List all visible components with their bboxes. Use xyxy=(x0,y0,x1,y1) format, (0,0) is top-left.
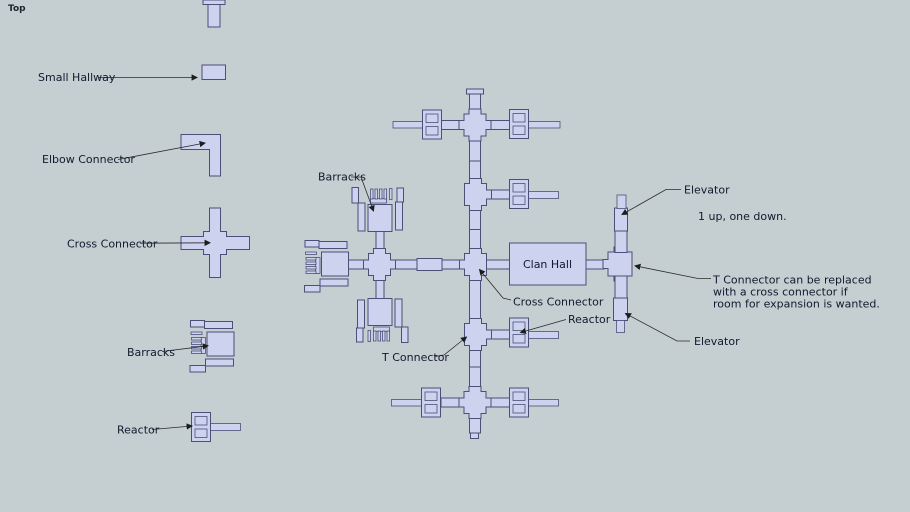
legend-top-hallway-piece[interactable] xyxy=(202,0,226,28)
cross-connector-piece[interactable] xyxy=(458,108,492,142)
barracks-piece[interactable] xyxy=(304,240,349,293)
leader-line xyxy=(161,343,209,352)
label-barracks: Barracks xyxy=(318,171,366,184)
note-t-connector-line3: room for expansion is wanted. xyxy=(713,298,880,311)
small-hallway-piece[interactable] xyxy=(392,121,424,129)
label-cross-connector: Cross Connector xyxy=(513,296,604,309)
note-elevator-capacity: 1 up, one down. xyxy=(698,210,787,223)
label-t-connector: T Connector xyxy=(381,351,449,364)
leader-line xyxy=(117,140,206,160)
view-label: Top xyxy=(8,4,26,14)
hallway-piece[interactable] xyxy=(585,259,605,270)
legend-label-small-hallway: Small Hallway xyxy=(38,71,116,84)
leader-lines xyxy=(99,74,711,430)
barracks-branch[interactable] xyxy=(304,187,466,343)
note-t-connector-line2: with a cross connector if xyxy=(713,286,849,299)
small-hallway-piece[interactable] xyxy=(616,320,625,333)
small-hallway-piece[interactable] xyxy=(616,194,627,209)
legend-small-hallway-piece[interactable] xyxy=(201,64,226,80)
legend-cross-connector-piece[interactable] xyxy=(180,207,250,278)
t-connector-piece[interactable] xyxy=(464,318,492,351)
legend-barracks-piece[interactable] xyxy=(189,320,235,373)
upper-t-wing[interactable] xyxy=(464,178,559,211)
hallway-connector-piece[interactable] xyxy=(416,258,443,271)
leader-line xyxy=(351,176,375,212)
small-hallway-piece[interactable] xyxy=(528,191,559,199)
small-hallway-piece[interactable] xyxy=(528,121,561,129)
legend-elbow-connector-piece[interactable] xyxy=(180,134,221,177)
label-clan-hall: Clan Hall xyxy=(523,258,572,271)
elevator-piece[interactable] xyxy=(614,207,628,232)
reactor-piece[interactable] xyxy=(509,179,529,209)
cross-connector-piece[interactable] xyxy=(363,248,396,281)
elevator-piece[interactable] xyxy=(613,297,628,321)
reactor-piece[interactable] xyxy=(509,387,529,418)
t-connector-piece[interactable] xyxy=(464,178,492,211)
clan-hall-wing[interactable] xyxy=(459,194,633,333)
leader-line xyxy=(624,313,690,342)
hallway-piece[interactable] xyxy=(614,230,628,253)
leader-line xyxy=(434,336,468,357)
hallway-piece[interactable] xyxy=(347,259,365,270)
clan-hall-room[interactable] xyxy=(509,242,587,286)
legend-reactor-piece[interactable] xyxy=(191,412,241,442)
label-reactor: Reactor xyxy=(568,313,611,326)
reactor-piece[interactable] xyxy=(509,109,529,139)
reactor-piece[interactable] xyxy=(509,317,529,348)
bottom-cross-wing[interactable] xyxy=(391,386,559,419)
lower-t-wing[interactable] xyxy=(464,317,559,351)
cross-connector-piece[interactable] xyxy=(458,386,492,419)
barracks-piece[interactable] xyxy=(351,187,404,232)
label-elevator-top: Elevator xyxy=(684,184,730,197)
hallway-piece[interactable] xyxy=(375,230,385,250)
hallway-piece[interactable] xyxy=(614,275,628,299)
legend-label-elbow-connector: Elbow Connector xyxy=(42,153,135,166)
barracks-piece[interactable] xyxy=(356,298,409,343)
leader-line xyxy=(151,423,193,430)
small-hallway-piece[interactable] xyxy=(528,331,559,339)
t-connector-piece[interactable] xyxy=(602,246,633,282)
reactor-piece[interactable] xyxy=(421,387,441,418)
leader-line xyxy=(621,189,681,215)
leader-line xyxy=(478,268,512,301)
leader-line xyxy=(634,263,711,279)
hallway-piece[interactable] xyxy=(375,279,385,300)
hallway-piece[interactable] xyxy=(486,259,511,270)
label-elevator-bottom: Elevator xyxy=(694,335,740,348)
leader-line xyxy=(519,319,567,335)
small-hallway-piece[interactable] xyxy=(391,399,422,407)
legend-label-reactor: Reactor xyxy=(117,424,160,437)
legend-label-cross-connector: Cross Connector xyxy=(67,238,158,251)
reactor-piece[interactable] xyxy=(422,109,442,140)
legend-label-barracks: Barracks xyxy=(127,346,175,359)
top-cross-wing[interactable] xyxy=(392,108,561,142)
small-hallway-piece[interactable] xyxy=(528,399,559,407)
note-t-connector-line1: T Connector can be replaced xyxy=(712,274,872,287)
